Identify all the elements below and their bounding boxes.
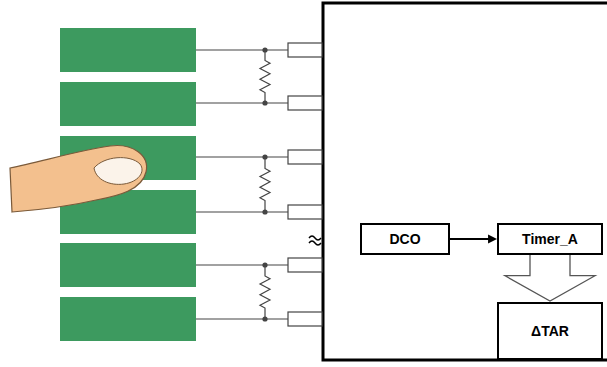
resistor-symbols — [260, 50, 270, 319]
block-label: ΔTAR — [531, 323, 569, 339]
pins — [288, 43, 322, 326]
wires — [196, 50, 288, 319]
block-label: DCO — [389, 231, 420, 247]
chip-outline — [323, 3, 607, 360]
function-block: ΔTAR — [497, 302, 603, 360]
function-block: DCO — [360, 223, 450, 255]
function-block: Timer_A — [497, 223, 603, 255]
block-label: Timer_A — [522, 231, 578, 247]
break-symbol — [309, 236, 321, 245]
junction-dots — [262, 47, 267, 321]
connector-arrow — [505, 255, 595, 301]
finger-illustration — [10, 146, 147, 212]
connector-arrow — [450, 234, 497, 243]
